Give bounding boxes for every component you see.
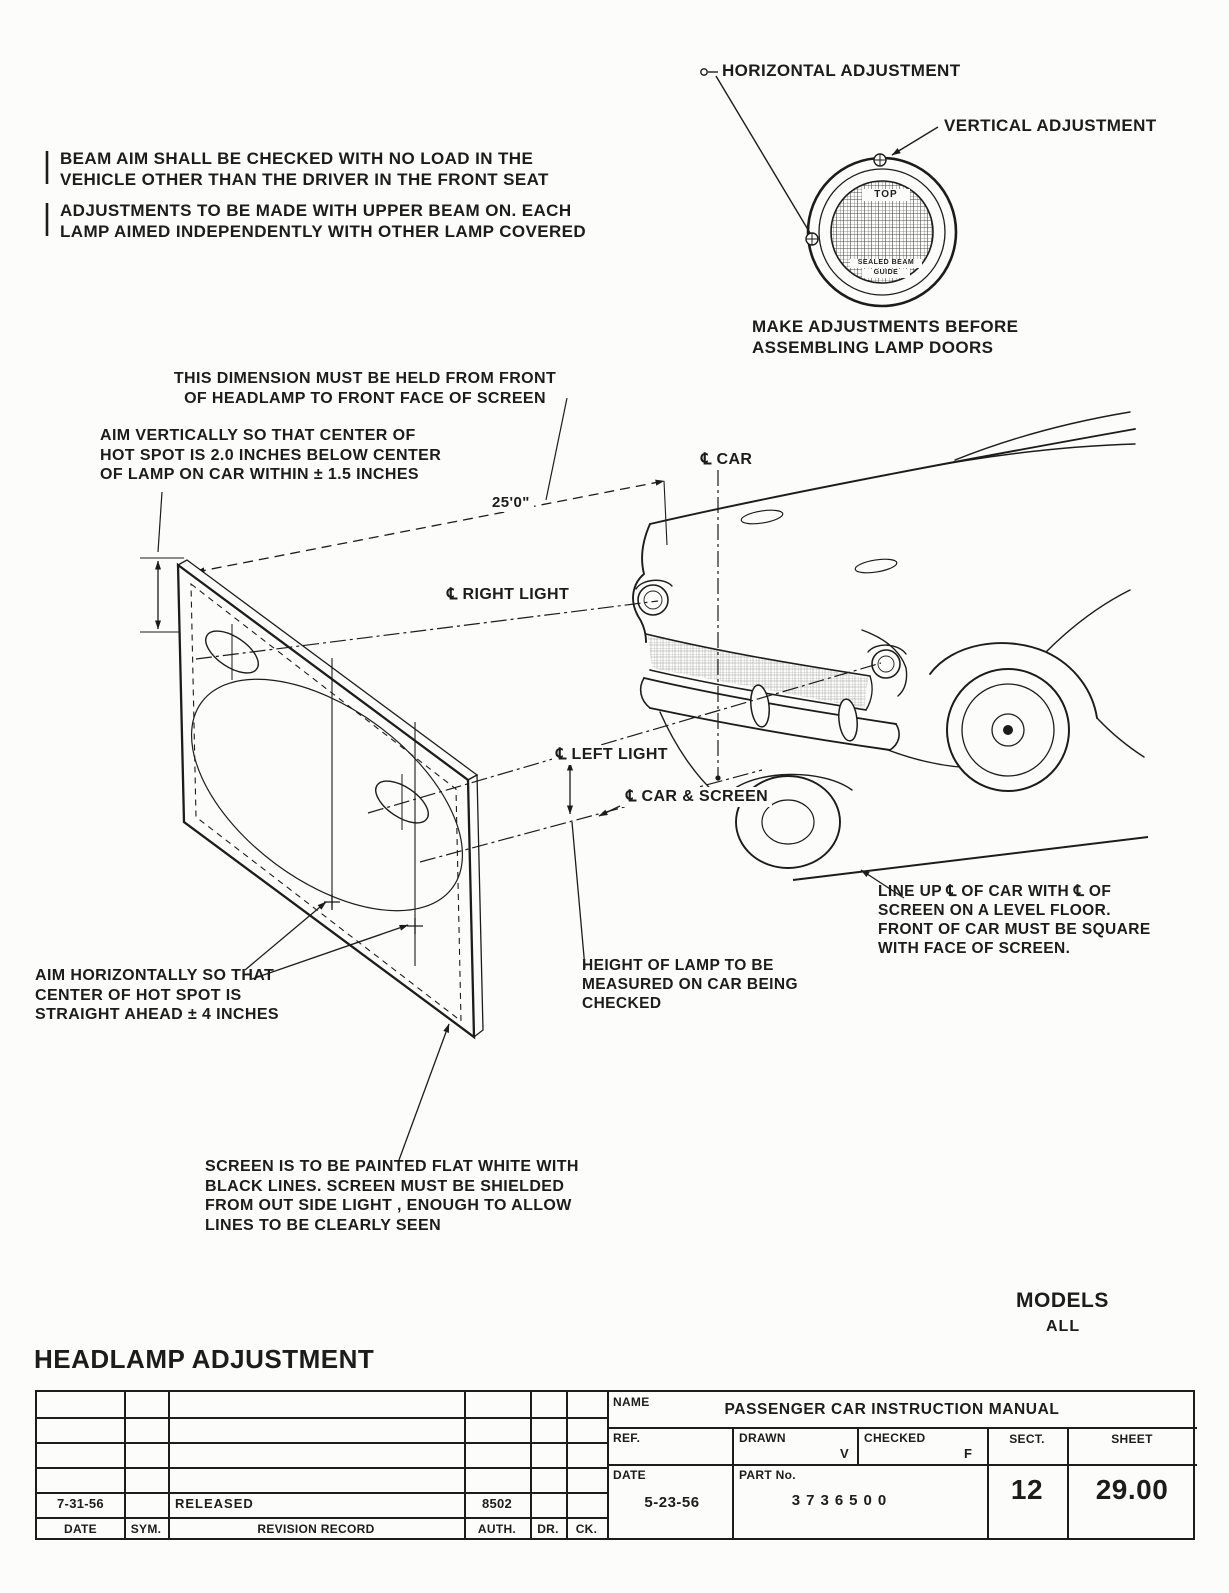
centerline-car-screen-line xyxy=(419,769,763,863)
car-screen-label-arrow xyxy=(598,805,621,817)
headlamp-right xyxy=(861,629,908,697)
title-block: 7-31-56 RELEASED 8502 DATE SYM. REVISION… xyxy=(35,1390,1197,1540)
label-horizontal-adjustment: HORIZONTAL ADJUSTMENT xyxy=(722,61,961,80)
cowl-line xyxy=(911,443,1136,471)
centerline-right-light-label: ℄ RIGHT LIGHT xyxy=(443,585,574,605)
callout-leader-lines xyxy=(244,761,905,1161)
bumper-guard-left xyxy=(750,684,770,728)
lamp-lens xyxy=(830,180,934,284)
aiming-screen-drawing xyxy=(176,559,484,1040)
col-header-date: DATE xyxy=(64,1522,97,1536)
col-header-sym: SYM. xyxy=(130,1522,162,1536)
checked-value: F xyxy=(964,1446,973,1461)
bumper-top xyxy=(643,677,897,725)
grille-mesh xyxy=(648,636,868,708)
hot-spot-right-light xyxy=(205,630,259,674)
part-label: PART No. xyxy=(739,1468,796,1482)
dimension-line-25ft xyxy=(195,397,668,574)
date-label: DATE xyxy=(613,1468,646,1482)
name-value: PASSENGER CAR INSTRUCTION MANUAL xyxy=(724,1401,1060,1418)
hood-ornament-left xyxy=(740,509,784,525)
centerline-car-label: ℄ CAR xyxy=(701,451,753,468)
col-header-ck: CK. xyxy=(575,1522,598,1536)
fender-skirt xyxy=(729,773,853,793)
revision-entry: RELEASED xyxy=(175,1496,254,1511)
height-note: HEIGHT OF LAMP TO BE MEASURED ON CAR BEI… xyxy=(582,957,798,1012)
screen-border-line xyxy=(190,582,462,1023)
car-drawing xyxy=(632,411,1145,869)
screen-note: SCREEN IS TO BE PAINTED FLAT WHITE WITH … xyxy=(205,1158,579,1234)
note-adjustments: ADJUSTMENTS TO BE MADE WITH UPPER BEAM O… xyxy=(60,201,587,241)
aim-horizontal-arrow-1 xyxy=(244,901,327,971)
drawn-label: DRAWN xyxy=(739,1431,786,1445)
aim-horizontal-arrow-2 xyxy=(251,924,409,980)
centerline-intersection-dot xyxy=(715,775,721,781)
front-wheel xyxy=(946,668,1070,792)
left-fender-front xyxy=(632,523,651,643)
hot-spot-left-light xyxy=(375,780,429,824)
vertical-adjust-screw xyxy=(873,153,887,167)
lens-top-marking: TOP xyxy=(862,189,910,202)
ref-label: REF. xyxy=(613,1431,641,1445)
vertical-aim-dimension xyxy=(140,491,184,633)
sheet-label: SHEET xyxy=(1111,1432,1153,1446)
lens-brand-marking: GUIDE xyxy=(862,269,910,278)
hood-line xyxy=(649,428,1136,525)
bumper-bottom xyxy=(649,707,891,751)
line-up-note: LINE UP ℄ OF CAR WITH ℄ OF SCREEN ON A L… xyxy=(878,883,1151,957)
aim-horizontally-note: AIM HORIZONTALLY SO THAT CENTER OF HOT S… xyxy=(35,967,279,1024)
revision-date: 7-31-56 xyxy=(57,1496,104,1511)
date-value: 5-23-56 xyxy=(644,1494,700,1511)
sheet-value: 29.00 xyxy=(1095,1474,1169,1505)
dimension-note-leader xyxy=(545,397,568,501)
windshield-line xyxy=(954,411,1131,461)
drawing-title: HEADLAMP ADJUSTMENT xyxy=(34,1344,375,1374)
sect-label: SECT. xyxy=(1009,1432,1045,1446)
col-header-dr: DR. xyxy=(537,1522,559,1536)
headlamp-detail-drawing xyxy=(700,68,958,308)
note-beam-aim: BEAM AIM SHALL BE CHECKED WITH NO LOAD I… xyxy=(60,149,549,189)
screen-note-leader xyxy=(398,1023,450,1161)
bumper-guard-right xyxy=(838,698,858,742)
lamp-retaining-ring xyxy=(818,168,946,296)
grille-top xyxy=(645,633,871,677)
col-header-revision-record: REVISION RECORD xyxy=(257,1522,375,1536)
body-side-line xyxy=(1045,589,1131,653)
label-vertical-adjustment: VERTICAL ADJUSTMENT xyxy=(944,116,1157,135)
part-value: 3736500 xyxy=(791,1492,893,1509)
distance-dimension-label: 25'0" xyxy=(488,494,534,513)
lamp-caption: MAKE ADJUSTMENTS BEFORE ASSEMBLING LAMP … xyxy=(752,317,1019,357)
lens-sealed-beam-marking: SEALED BEAM xyxy=(850,259,922,268)
headlamp-left xyxy=(635,579,673,616)
line-up-note-arrow xyxy=(860,869,905,899)
models-value: ALL xyxy=(1046,1318,1081,1335)
ground-line xyxy=(792,836,1149,881)
height-note-leader xyxy=(571,821,586,969)
centerline-left-light-line xyxy=(367,662,882,814)
horizontal-adjust-screw xyxy=(805,232,819,246)
aim-vertically-note: AIM VERTICALLY SO THAT CENTER OF HOT SPO… xyxy=(100,427,442,484)
hood-ornament-right xyxy=(854,558,898,574)
centerline-right-light-line xyxy=(195,600,659,660)
models-label: MODELS xyxy=(1016,1289,1109,1312)
rocker-line xyxy=(1096,717,1145,758)
name-label: NAME xyxy=(613,1395,650,1409)
sect-value: 12 xyxy=(1010,1474,1044,1505)
revision-auth: 8502 xyxy=(481,1496,513,1511)
centerline-left-light-label: ℄ LEFT LIGHT xyxy=(552,745,672,765)
checked-label: CHECKED xyxy=(864,1431,926,1445)
col-header-auth: AUTH. xyxy=(477,1522,517,1536)
lamp-leader-lines xyxy=(700,68,939,234)
screen-face xyxy=(176,562,476,1040)
screen-pattern-ellipse xyxy=(190,678,464,912)
dimension-note: THIS DIMENSION MUST BE HELD FROM FRONT O… xyxy=(173,370,557,407)
centerline-car-screen-label: ℄ CAR & SCREEN xyxy=(622,787,773,807)
centerlines xyxy=(195,470,882,863)
drawn-value: V xyxy=(840,1446,849,1461)
